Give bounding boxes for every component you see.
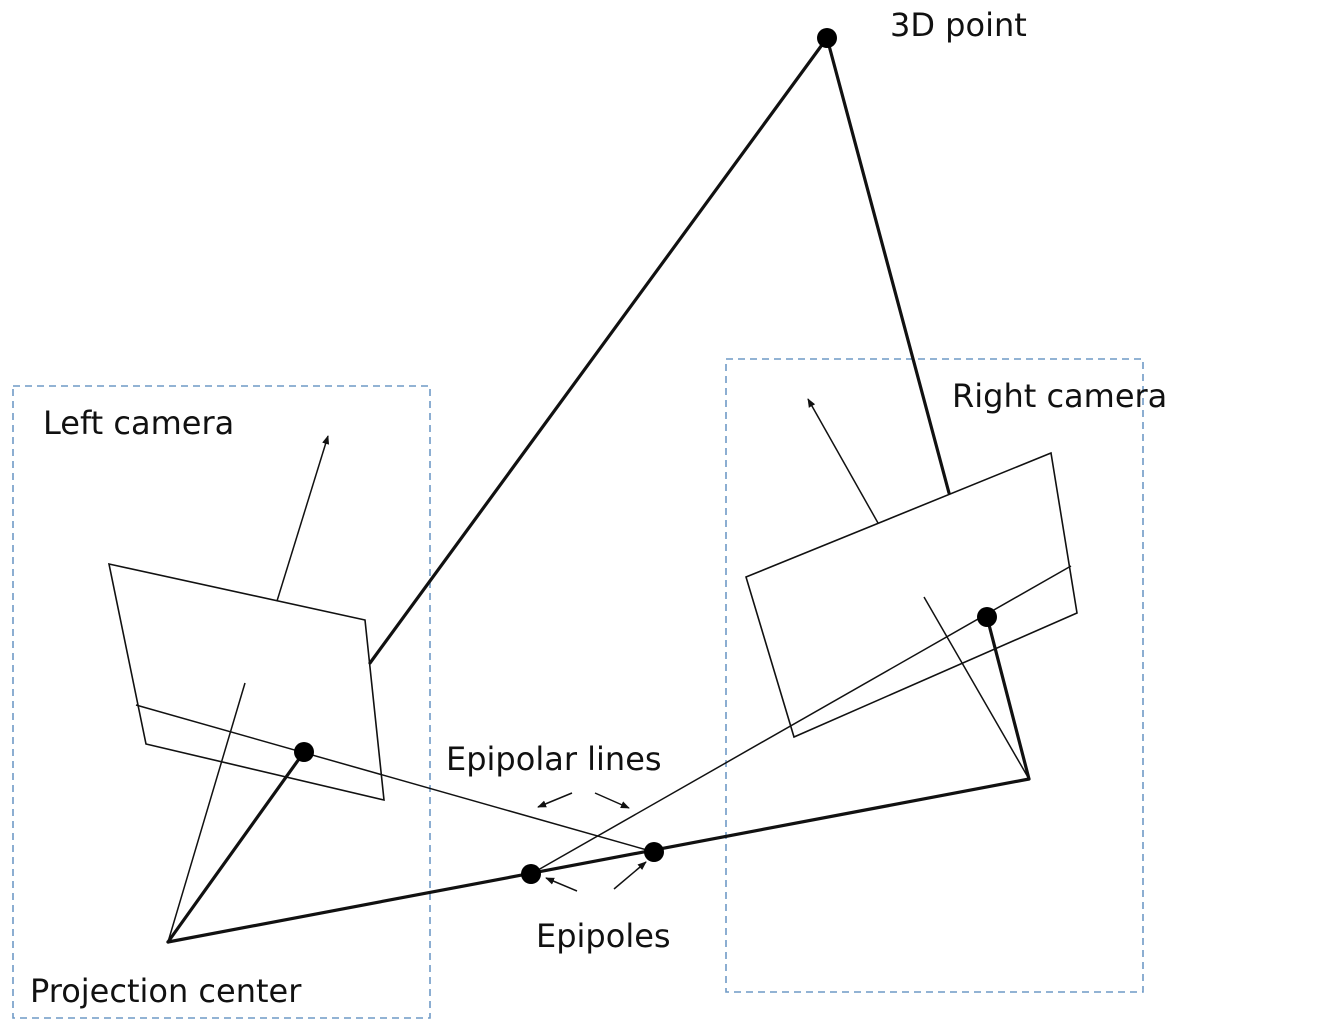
epipoles-label: Epipoles xyxy=(536,917,671,955)
left-image-plane xyxy=(107,562,385,802)
right-image-point-dot xyxy=(977,607,997,627)
right-camera-label: Right camera xyxy=(952,377,1167,415)
baseline xyxy=(166,777,1031,944)
right-optical-axis-arrow xyxy=(807,398,879,524)
projection-center-label: Projection center xyxy=(30,972,302,1010)
3d-point-label: 3D point xyxy=(890,6,1027,44)
epipolar-lines-arrow-right xyxy=(594,792,630,809)
3d-point-dot xyxy=(817,28,837,48)
left-epipole-dot xyxy=(521,864,541,884)
left-camera-box xyxy=(12,385,431,1019)
right-image-plane xyxy=(745,451,1078,739)
left-projection-ray-thin xyxy=(167,682,246,943)
epipolar-lines-label: Epipolar lines xyxy=(446,740,662,778)
epipoles-arrow-left xyxy=(545,877,578,892)
right-projection-ray-thin xyxy=(923,596,1030,780)
right-camera-box xyxy=(725,358,1144,993)
right-ray-to-3d-point xyxy=(825,36,951,495)
left-ray-to-3d-point xyxy=(368,36,829,665)
right-ray-to-image-point xyxy=(985,615,1031,781)
left-epipolar-line xyxy=(135,704,655,853)
left-optical-axis-arrow xyxy=(276,435,330,602)
epipolar-lines-arrow-left xyxy=(537,792,573,808)
right-epipole-dot xyxy=(644,842,664,862)
left-camera-label: Left camera xyxy=(43,404,234,442)
left-ray-to-image-point xyxy=(166,750,306,944)
left-image-point-dot xyxy=(294,742,314,762)
epipoles-arrow-right xyxy=(613,861,647,890)
